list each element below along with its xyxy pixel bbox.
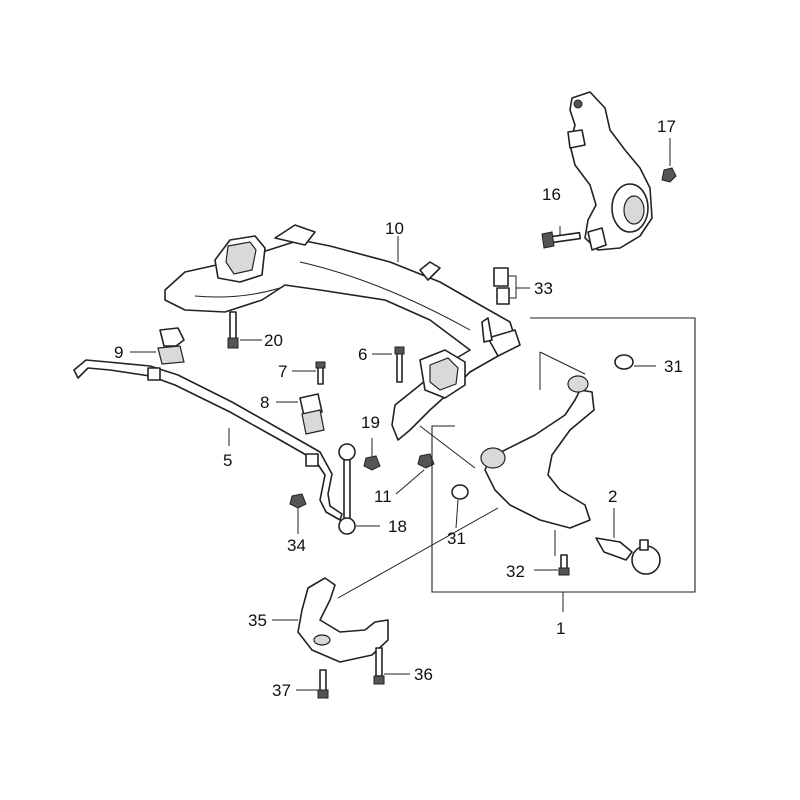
leader-lines	[130, 138, 671, 691]
cover-bracket	[297, 577, 389, 663]
callout-17: 17	[657, 117, 676, 136]
callout-7: 7	[278, 362, 287, 381]
callout-37: 37	[272, 681, 291, 700]
callout-1: 1	[556, 619, 565, 638]
callout-35: 35	[248, 611, 267, 630]
callout-16: 16	[542, 185, 561, 204]
nut-34	[289, 493, 307, 509]
bolt-6	[394, 346, 405, 383]
bushing-31-lower	[451, 484, 469, 500]
knuckle-nut	[661, 167, 677, 183]
bolt-36	[373, 647, 385, 685]
callout-36: 36	[414, 665, 433, 684]
callout-31-lower: 31	[447, 529, 466, 548]
lower-control-arm	[480, 375, 595, 529]
callout-11: 11	[374, 487, 392, 506]
sleeves-33	[493, 267, 510, 305]
callout-10: 10	[385, 219, 404, 238]
bolt-37	[317, 669, 329, 699]
steering-knuckle	[567, 91, 653, 251]
callout-34: 34	[287, 536, 306, 555]
bolt-20	[227, 311, 239, 349]
callout-5: 5	[223, 451, 232, 470]
stabilizer-bushing-9	[157, 327, 185, 365]
stabilizer-bar	[73, 359, 343, 521]
callout-6: 6	[358, 345, 367, 364]
bushing-31-upper	[614, 354, 634, 370]
stabilizer-link	[338, 443, 356, 535]
callout-20: 20	[264, 331, 283, 350]
nut-19	[363, 455, 381, 471]
subframe-crossmember	[164, 224, 521, 441]
callout-33: 33	[534, 279, 553, 298]
callout-19: 19	[361, 413, 380, 432]
bolt-7	[315, 361, 326, 385]
callout-2: 2	[608, 487, 617, 506]
callout-8: 8	[260, 393, 269, 412]
bolt-32	[558, 554, 570, 576]
callout-9: 9	[114, 343, 123, 362]
callout-32: 32	[506, 562, 525, 581]
callout-18: 18	[388, 517, 407, 536]
ball-joint	[595, 537, 661, 575]
nut-11	[417, 453, 435, 469]
knuckle-bolt	[541, 231, 582, 249]
stabilizer-bushing-8	[299, 393, 325, 435]
callout-31-upper: 31	[664, 357, 683, 376]
